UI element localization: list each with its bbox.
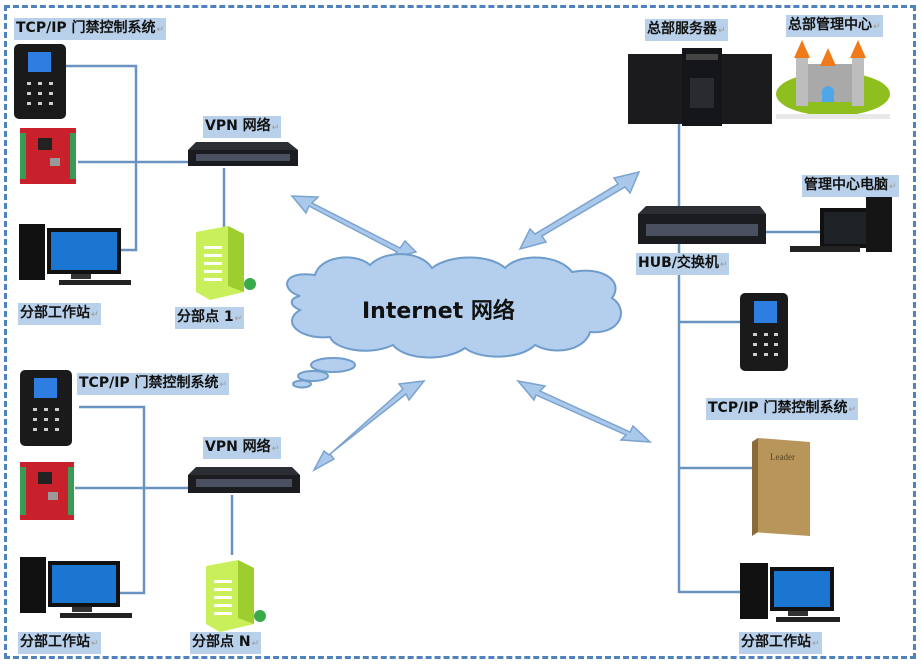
label-text: 管理中心电脑 — [804, 177, 888, 193]
label-tcpip-system-hq: TCP/IP 门禁控制系统↵ — [706, 398, 859, 420]
label-tcpip-system-top: TCP/IP 门禁控制系统↵ — [14, 18, 167, 40]
paragraph-mark: ↵ — [271, 123, 280, 133]
label-text: HUB/交换机 — [638, 255, 719, 271]
paragraph-mark: ↵ — [234, 314, 243, 324]
paragraph-mark: ↵ — [271, 444, 280, 454]
paragraph-mark: ↵ — [156, 25, 165, 35]
label-text: TCP/IP 门禁控制系统 — [708, 400, 848, 416]
paragraph-mark: ↵ — [718, 26, 726, 36]
diagram-frame — [4, 5, 916, 659]
label-text: 总部服务器 — [647, 21, 717, 37]
label-text: 分部工作站 — [741, 634, 811, 650]
paragraph-mark: ↵ — [251, 639, 260, 649]
label-tcpip-system-bottom: TCP/IP 门禁控制系统↵ — [77, 373, 230, 395]
paragraph-mark: ↵ — [812, 639, 820, 649]
paragraph-mark: ↵ — [219, 380, 228, 390]
label-text: VPN 网络 — [205, 118, 271, 134]
paragraph-mark: ↵ — [848, 405, 857, 415]
label-hq-center: 总部管理中心↵ — [786, 15, 883, 37]
label-management-pc: 管理中心电脑↵ — [802, 175, 899, 197]
label-vpn-network-top: VPN 网络↵ — [203, 116, 282, 138]
label-vpn-network-bottom: VPN 网络↵ — [203, 437, 282, 459]
label-text: VPN 网络 — [205, 439, 271, 455]
label-workstation-hq: 分部工作站↵ — [739, 632, 822, 654]
label-text: TCP/IP 门禁控制系统 — [16, 20, 156, 36]
paragraph-mark: ↵ — [889, 182, 897, 192]
label-workstation-bottom: 分部工作站↵ — [18, 632, 101, 654]
label-branch-n: 分部点 N↵ — [190, 632, 262, 654]
paragraph-mark: ↵ — [91, 639, 99, 649]
label-text: 分部点 N — [192, 634, 251, 650]
internet-cloud-label: Internet 网络 — [362, 299, 515, 324]
label-branch-1: 分部点 1↵ — [175, 307, 245, 329]
label-text: 总部管理中心 — [788, 17, 872, 33]
label-text: 分部工作站 — [20, 305, 90, 321]
label-text: 分部点 1 — [177, 309, 234, 325]
label-text: 分部工作站 — [20, 634, 90, 650]
paragraph-mark: ↵ — [719, 260, 728, 270]
paragraph-mark: ↵ — [91, 310, 99, 320]
label-hq-server: 总部服务器↵ — [645, 19, 728, 41]
paragraph-mark: ↵ — [873, 22, 881, 32]
label-hub-switch: HUB/交换机↵ — [636, 253, 730, 275]
label-text: TCP/IP 门禁控制系统 — [79, 375, 219, 391]
label-workstation-top: 分部工作站↵ — [18, 303, 101, 325]
